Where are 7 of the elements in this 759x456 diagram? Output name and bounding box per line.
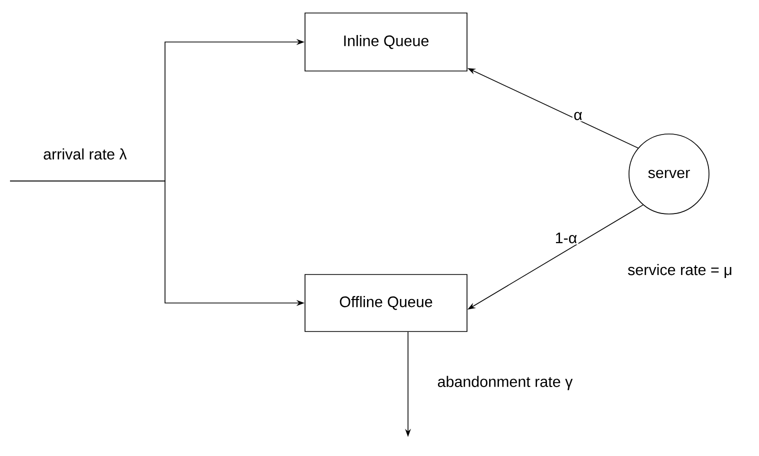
edge-label: abandonment rate γ <box>436 374 574 392</box>
edge-label: 1-α <box>554 232 578 244</box>
annotation-text: service rate = μ <box>628 264 732 278</box>
edge-label: arrival rate λ <box>42 147 128 161</box>
queue-box: Offline Queue <box>304 274 468 332</box>
queue-box: Inline Queue <box>304 12 468 72</box>
edge-label: α <box>572 110 584 122</box>
